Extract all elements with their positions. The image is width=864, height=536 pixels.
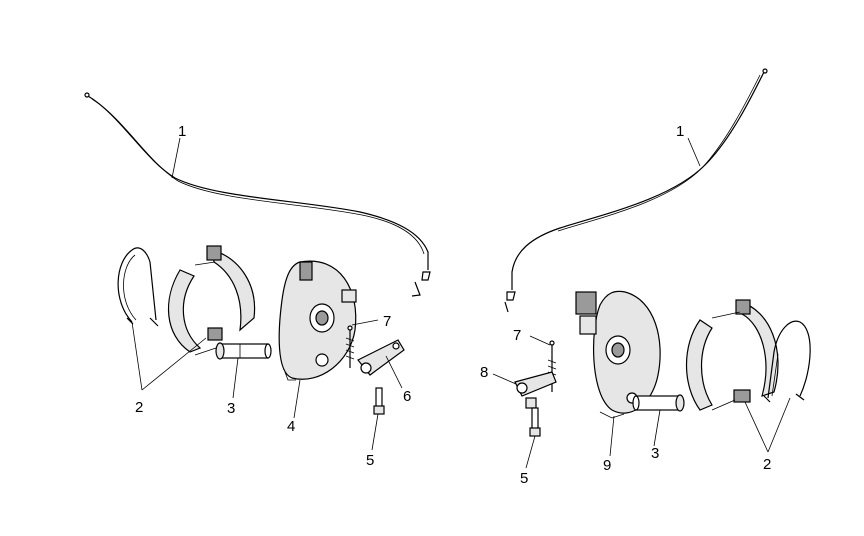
left-bolt (373, 387, 385, 415)
left-cam-shaft (215, 342, 272, 360)
callout-left-3: 3 (227, 400, 235, 417)
callout-right-3: 3 (651, 445, 659, 462)
callout-right-9: 9 (603, 457, 611, 474)
left-backing-plate (278, 260, 357, 381)
callout-left-5: 5 (366, 452, 374, 469)
right-leader-lines (492, 137, 791, 469)
left-brake-arm (357, 339, 405, 376)
callout-left-1: 1 (178, 123, 186, 140)
left-return-springs (117, 247, 159, 327)
right-bolt (529, 407, 541, 437)
right-brake-arm (514, 371, 557, 409)
right-backing-plate (575, 290, 661, 419)
callout-left-7: 7 (383, 313, 391, 330)
right-return-springs (763, 320, 811, 403)
callout-right-7: 7 (513, 327, 521, 344)
right-brake-cable (504, 68, 768, 313)
left-brake-shoes (167, 245, 256, 356)
right-brake-assembly: 1 2 3 5 7 8 9 (480, 68, 811, 487)
callout-right-1: 1 (676, 123, 684, 140)
callout-left-4: 4 (287, 418, 295, 435)
callout-right-2: 2 (763, 456, 771, 473)
left-brake-assembly: 1 2 3 4 5 6 7 (84, 92, 431, 469)
left-spring-pin (345, 325, 355, 368)
right-spring (547, 340, 557, 392)
callout-left-6: 6 (403, 388, 411, 405)
callout-right-8: 8 (480, 364, 488, 381)
left-leader-lines (131, 137, 403, 451)
right-cam-shaft (632, 394, 685, 412)
left-brake-cable (84, 92, 431, 297)
right-brake-shoes (686, 299, 779, 411)
callout-left-2: 2 (135, 399, 143, 416)
callout-right-5: 5 (520, 470, 528, 487)
